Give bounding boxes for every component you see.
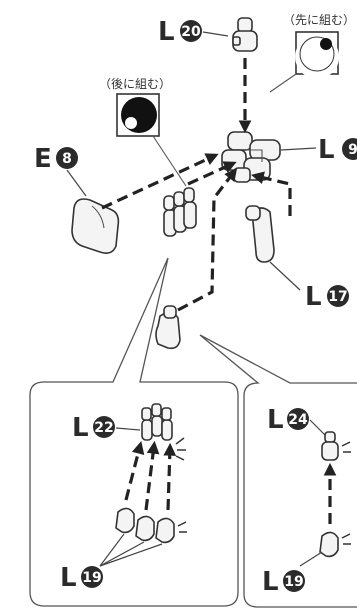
svg-text:19: 19	[82, 570, 101, 586]
svg-text:24: 24	[288, 412, 308, 428]
arrow-E8-to-L9	[101, 153, 219, 210]
svg-text:L: L	[262, 567, 279, 597]
leader-lines-L19	[99, 533, 163, 567]
part-E8	[71, 198, 120, 254]
dot-icon-assemble-later	[116, 93, 160, 137]
part-L19-lower	[155, 305, 181, 350]
arrow-detail-3	[163, 442, 177, 511]
label-L17: L 17	[269, 261, 349, 312]
part-L22-group-top	[163, 187, 197, 237]
note-assemble-later: （後に組む）	[99, 77, 171, 91]
svg-text:E: E	[34, 144, 52, 174]
arrow-detail-1	[124, 441, 145, 501]
label-L24: L 24	[267, 405, 327, 437]
label-E8: E 8	[34, 144, 87, 197]
dot-icon-assemble-first	[295, 31, 340, 79]
svg-text:8: 8	[62, 151, 72, 167]
click-marks-L19	[177, 521, 187, 533]
arrow-L19-to-L9	[177, 167, 238, 312]
part-L17	[245, 205, 275, 263]
note-assemble-first: （先に組む）	[283, 13, 355, 27]
svg-text:L: L	[267, 405, 284, 435]
svg-text:L: L	[158, 17, 175, 47]
label-L19-right: L 19	[262, 567, 305, 597]
part-L19-detail-right	[319, 531, 339, 558]
svg-text:L: L	[305, 282, 322, 312]
label-L19-left: L 19	[60, 563, 103, 593]
arrow-detail-2	[144, 440, 160, 511]
click-marks-L19-right	[341, 533, 351, 545]
arrow-L22-to-L9	[187, 161, 237, 186]
detail-panel-right	[199, 334, 357, 608]
part-L20	[232, 17, 258, 52]
svg-text:9: 9	[348, 142, 357, 158]
part-L22-detail	[141, 403, 173, 441]
svg-text:L: L	[318, 135, 335, 165]
label-L22: L 22	[72, 413, 141, 443]
detail-panel-left	[29, 257, 239, 607]
part-L19-detail	[115, 507, 175, 544]
svg-text:19: 19	[284, 574, 303, 590]
svg-text:L: L	[72, 413, 89, 443]
svg-text:20: 20	[181, 24, 201, 40]
svg-text:L: L	[60, 563, 77, 593]
click-marks-L24	[341, 441, 351, 453]
label-L20: L 20	[158, 17, 229, 47]
svg-text:22: 22	[94, 420, 113, 436]
click-marks-L22	[175, 437, 186, 461]
arrow-L17-to-L9	[251, 171, 292, 216]
svg-text:17: 17	[328, 289, 347, 305]
label-L9: L 9	[280, 135, 357, 165]
part-L24-detail	[321, 431, 339, 461]
